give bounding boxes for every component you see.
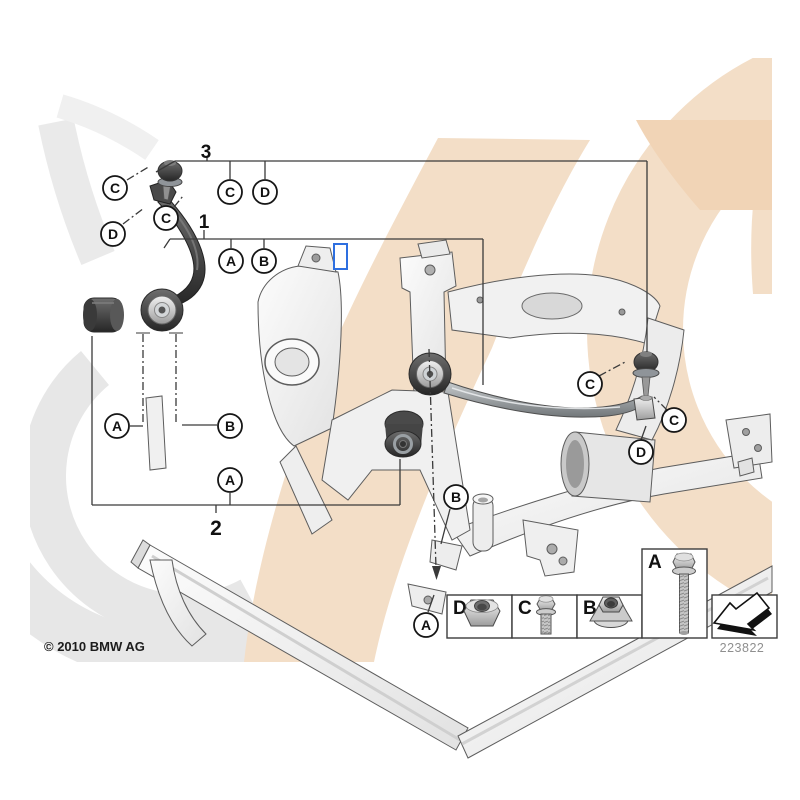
callout-D-3[interactable]: D (628, 439, 654, 465)
bracket-group-2 (91, 336, 401, 513)
legend-key-a: A (648, 552, 662, 573)
group-numbers: 3 1 2 (199, 142, 222, 540)
short-bolt-icon (536, 595, 556, 635)
flange-nut-icon (589, 596, 633, 628)
pan-oval-hole (521, 292, 583, 320)
direction-arrow-icon (712, 591, 772, 636)
callout-B-3[interactable]: B (443, 484, 469, 510)
blue-placeholder-box (333, 243, 348, 270)
pan-hole-2 (618, 308, 626, 316)
callout-C-4[interactable]: C (577, 371, 603, 397)
svg-text:A: A (225, 472, 235, 488)
right-end-bracket (725, 413, 773, 469)
long-bolt-icon (672, 552, 696, 635)
control-arm-bushing (140, 288, 184, 332)
leader-c5 (653, 396, 668, 411)
kit-parts (83, 160, 660, 458)
svg-text:C: C (110, 180, 120, 196)
left-flat-bar (145, 395, 167, 471)
svg-text:B: B (259, 253, 269, 269)
callouts: C D C C D A B A B A B A C C D (100, 175, 687, 638)
callout-B-2[interactable]: B (217, 413, 243, 439)
leader-d1 (122, 207, 145, 225)
svg-text:B: B (451, 489, 461, 505)
callout-lines (91, 157, 668, 613)
hex-nut-icon (463, 599, 501, 627)
frame-post-hole (478, 497, 488, 503)
end-bracket-tab (737, 457, 755, 477)
callout-C-5[interactable]: C (661, 407, 687, 433)
tube-end-cap (130, 539, 151, 569)
leader-c4 (598, 360, 628, 377)
right-ball-joint (632, 351, 660, 401)
group-label-1: 1 (199, 212, 210, 233)
mast-lug (417, 239, 451, 259)
group-label-3: 3 (201, 142, 212, 163)
bolt-axis-line (428, 348, 437, 569)
diagonal-strut (279, 445, 333, 535)
svg-text:A: A (421, 617, 431, 633)
grey-ring-outer (30, 562, 319, 662)
leader-c2 (173, 195, 184, 208)
axis-arrowhead (432, 566, 441, 580)
legend-key-c: C (518, 598, 532, 619)
leader-a4 (427, 594, 435, 613)
svg-text:C: C (161, 210, 171, 226)
left-ball-joint (157, 160, 183, 201)
leader-b3 (440, 508, 451, 545)
callout-B-1[interactable]: B (251, 248, 277, 274)
tube-shading (151, 554, 461, 742)
svg-text:D: D (108, 226, 118, 242)
legend: D C B A (446, 548, 778, 639)
callout-A-1[interactable]: A (218, 248, 244, 274)
rod-highlight (451, 387, 621, 410)
callout-A-3[interactable]: A (217, 467, 243, 493)
legend-key-b: B (583, 598, 597, 619)
small-mount (429, 539, 463, 571)
callout-C-3[interactable]: C (217, 179, 243, 205)
svg-text:C: C (669, 412, 679, 428)
svg-text:A: A (112, 418, 122, 434)
callout-D-1[interactable]: D (100, 221, 126, 247)
mount-cylinder-bore (566, 440, 584, 488)
leader-d3 (640, 425, 647, 441)
callout-A-2[interactable]: A (104, 413, 130, 439)
tower-stub-hole (311, 253, 321, 263)
group-label-2: 2 (210, 517, 222, 540)
end-bracket-hole-1 (742, 428, 750, 436)
leader-c1 (126, 165, 151, 181)
center-bushing (384, 410, 424, 458)
svg-text:D: D (260, 184, 270, 200)
callout-C-1[interactable]: C (102, 175, 128, 201)
grey-arc-top-left (38, 118, 115, 266)
frame-post (472, 496, 494, 552)
bracket-group-3 (155, 157, 648, 352)
spare-bushing (83, 297, 124, 333)
callout-C-2[interactable]: C (153, 205, 179, 231)
bracket-hole-1 (546, 543, 558, 555)
left-end-fork (149, 559, 207, 647)
svg-text:B: B (225, 418, 235, 434)
mast-hole (424, 264, 436, 276)
callout-D-2[interactable]: D (252, 179, 278, 205)
legend-key-d: D (453, 598, 467, 619)
bracket-hole-2 (558, 556, 568, 566)
end-bracket-hole-2 (754, 444, 762, 452)
svg-text:C: C (585, 376, 595, 392)
svg-text:C: C (225, 184, 235, 200)
copyright-text: © 2010 BMW AG (44, 639, 145, 654)
tan-wedge-top-right (636, 120, 772, 210)
tower-ring-inner (274, 347, 310, 377)
bracket-group-1 (163, 230, 484, 385)
svg-text:D: D (636, 444, 646, 460)
diagram-number: 223822 (720, 641, 765, 655)
grey-arc-top-left-2 (56, 94, 159, 160)
dash-dot-leaders (122, 165, 668, 569)
pan-hole-1 (476, 296, 484, 304)
svg-text:A: A (226, 253, 236, 269)
callout-A-4[interactable]: A (413, 612, 439, 638)
